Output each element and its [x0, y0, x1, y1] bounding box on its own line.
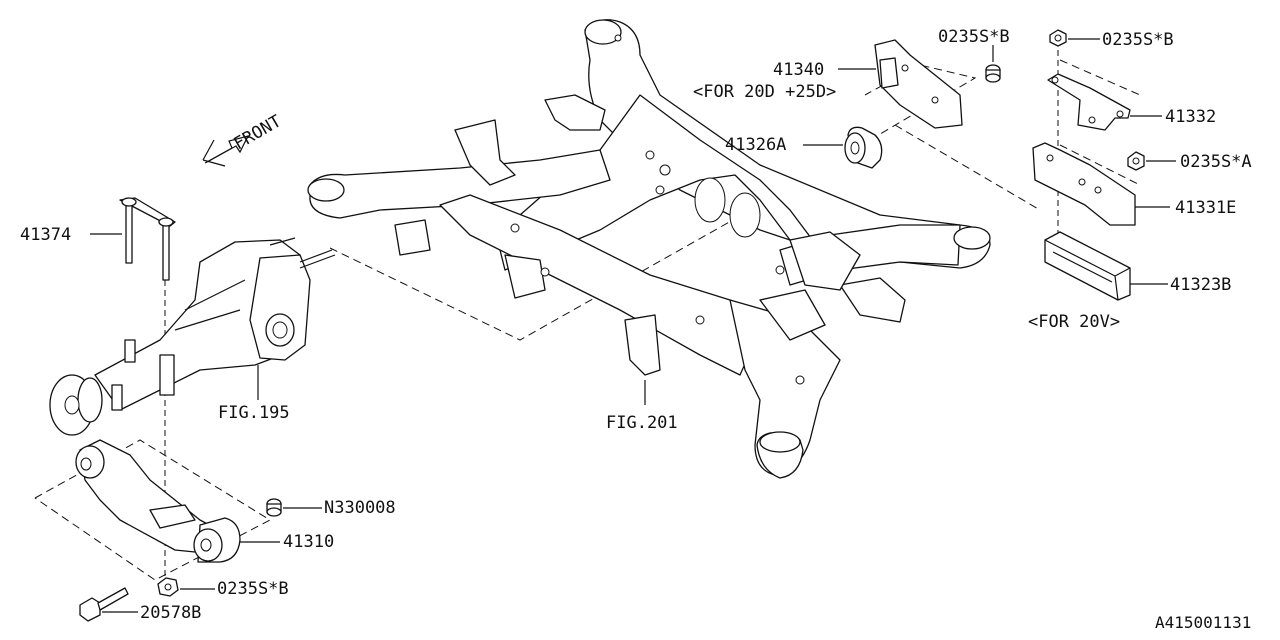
label-41326a: 41326A [725, 135, 786, 155]
part-nut-a: 0235S*A [1127, 151, 1252, 172]
rear-differential [49, 237, 336, 436]
label-for-20d-25d: <FOR 20D +25D> [693, 82, 836, 102]
label-for-20v: <FOR 20V> [1028, 312, 1120, 332]
label-41331e: 41331E [1175, 198, 1236, 218]
label-41332: 41332 [1165, 107, 1216, 127]
part-n330008: N330008 [266, 498, 396, 518]
label-41340: 41340 [773, 60, 824, 80]
part-nut-bottom: 0235S*B [157, 577, 289, 599]
part-41331e: 41331E [1032, 142, 1236, 226]
part-41326a: 41326A [725, 126, 883, 169]
rear-subframe [307, 19, 991, 479]
label-fig195: FIG.195 [218, 403, 290, 423]
part-41340: 41340 <FOR 20D +25D> [693, 39, 963, 129]
figure-code: A415001131 [1155, 613, 1251, 632]
label-41374: 41374 [20, 225, 71, 245]
label-nut-top-left: 0235S*B [938, 27, 1010, 47]
label-fig201: FIG.201 [606, 413, 678, 433]
front-direction-arrow: FRONT [202, 111, 285, 167]
part-41332: 41332 [1047, 73, 1216, 131]
part-41374: 41374 [20, 197, 176, 281]
part-nut-top-right: 0235S*B [1049, 29, 1174, 50]
label-20578b: 20578B [140, 603, 201, 623]
label-nut-bottom: 0235S*B [217, 579, 289, 599]
label-nut-top-right: 0235S*B [1102, 30, 1174, 50]
front-label: FRONT [231, 111, 285, 154]
label-41323b: 41323B [1170, 275, 1231, 295]
label-nut-a: 0235S*A [1180, 152, 1252, 172]
part-nut-top-left: 0235S*B [938, 27, 1010, 83]
label-41310: 41310 [283, 532, 334, 552]
figure-references: FIG.195 FIG.201 [218, 365, 678, 433]
label-n330008: N330008 [324, 498, 396, 518]
part-20578b: 20578B [79, 587, 201, 623]
part-41323b: 41323B <FOR 20V> [1028, 231, 1231, 332]
part-41310: 41310 [75, 439, 334, 563]
